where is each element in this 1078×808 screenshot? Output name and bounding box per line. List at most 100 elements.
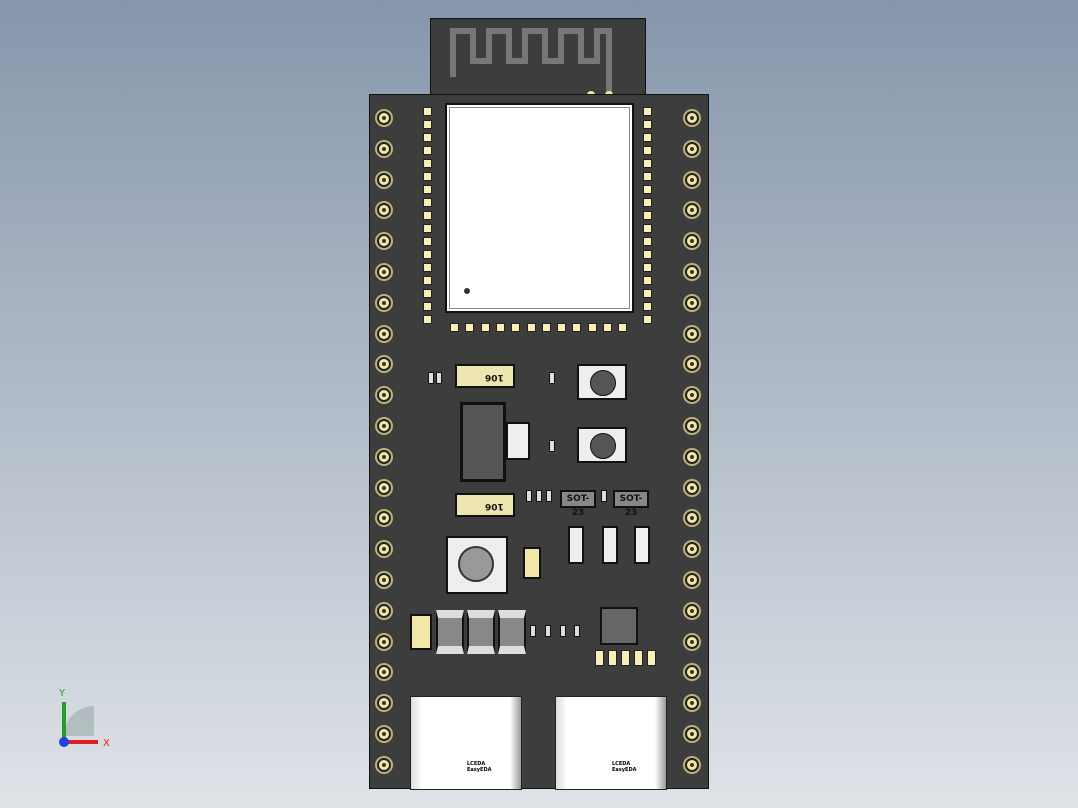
- module-pad-left: [423, 159, 432, 168]
- z-axis-marker: [59, 737, 69, 747]
- resistor: [602, 526, 618, 564]
- capacitor-top: 106: [455, 364, 515, 388]
- header-pin-left: [377, 357, 391, 372]
- module-pad-bottom: [465, 323, 475, 332]
- boot-button[interactable]: [577, 364, 627, 400]
- ic-pin: [647, 650, 656, 666]
- ic-pin: [634, 650, 643, 666]
- module-pad-right: [643, 146, 652, 155]
- header-pin-right: [685, 265, 699, 279]
- header-pin-right: [685, 111, 699, 125]
- header-pin-left: [377, 757, 391, 772]
- module-pad-right: [643, 263, 652, 272]
- led-indicator: [523, 547, 541, 579]
- header-pin-right: [685, 388, 699, 403]
- header-pin-right: [685, 634, 699, 649]
- sot23-left: SOT-23: [560, 490, 596, 518]
- header-pin-left: [377, 665, 391, 680]
- module-pad-right: [643, 302, 652, 311]
- antenna-area: [430, 18, 646, 102]
- header-pin-right: [685, 603, 699, 618]
- module-pad-right: [643, 172, 652, 181]
- usb-logo-text: EasyEDA: [612, 767, 637, 773]
- smd-resistor: [530, 625, 536, 637]
- header-pin-left: [377, 634, 391, 649]
- header-pin-left: [377, 388, 391, 403]
- header-pin-left: [377, 111, 391, 125]
- module-pad-right: [643, 315, 652, 324]
- smd-resistor: [549, 372, 555, 384]
- antenna-trace: [450, 28, 613, 99]
- usb-serial-ic: [600, 607, 638, 645]
- module-pad-right: [643, 198, 652, 207]
- header-pin-right: [685, 480, 699, 495]
- usb-logo-text: LCEDA: [612, 761, 631, 767]
- pin1-marker: [464, 288, 470, 294]
- module-pad-bottom: [541, 323, 551, 332]
- module-pad-right: [643, 133, 652, 142]
- module-pad-bottom: [587, 323, 597, 332]
- module-pad-left: [423, 198, 432, 207]
- module-pad-left: [423, 120, 432, 129]
- smd-resistor: [601, 490, 607, 502]
- module-pad-right: [643, 276, 652, 285]
- module-pad-bottom: [495, 323, 505, 332]
- smd-resistor: [536, 490, 542, 502]
- header-pin-left: [377, 419, 391, 433]
- smd-resistor: [560, 625, 566, 637]
- module-pad-left: [423, 211, 432, 220]
- header-pin-right: [685, 326, 699, 341]
- module-pad-left: [423, 185, 432, 194]
- ic-pin: [595, 650, 604, 666]
- smd-resistor: [526, 490, 532, 502]
- module-pad-bottom: [450, 323, 459, 332]
- diode-3: [498, 610, 526, 654]
- reset-button[interactable]: [577, 427, 627, 463]
- module-pad-right: [643, 289, 652, 298]
- header-pin-right: [685, 203, 699, 218]
- usb-logo-text: EasyEDA: [467, 767, 492, 773]
- led-indicator-2: [410, 614, 432, 650]
- module-pad-right: [643, 159, 652, 168]
- module-pad-bottom: [618, 323, 628, 332]
- diode-1: [436, 610, 464, 654]
- header-pin-left: [377, 511, 391, 526]
- header-pin-left: [377, 480, 391, 495]
- header-pin-right: [685, 757, 699, 772]
- header-pin-right: [685, 511, 699, 526]
- header-pin-right: [685, 357, 699, 372]
- module-pad-bottom: [480, 323, 490, 332]
- module-pad-left: [423, 250, 432, 259]
- module-pad-left: [423, 315, 432, 324]
- header-pin-left: [377, 203, 391, 218]
- module-pad-left: [423, 224, 432, 233]
- header-pin-left: [377, 234, 391, 249]
- resistor: [568, 526, 584, 564]
- resistor: [634, 526, 650, 564]
- smd-resistor: [546, 490, 552, 502]
- sot23-right: SOT-23: [613, 490, 649, 518]
- header-pin-left: [377, 603, 391, 618]
- header-pin-left: [377, 295, 391, 310]
- module-pad-left: [423, 276, 432, 285]
- diode-2: [467, 610, 495, 654]
- header-pin-right: [685, 234, 699, 249]
- capacitor-label: 106: [485, 501, 504, 511]
- module-pad-left: [423, 263, 432, 272]
- wifi-module-shield: [445, 103, 634, 313]
- header-pin-right: [685, 696, 699, 711]
- smd-resistor: [436, 372, 442, 384]
- header-pin-right: [685, 449, 699, 464]
- header-pin-left: [377, 172, 391, 187]
- module-pad-bottom: [557, 323, 567, 332]
- capacitor-bottom: 106: [455, 493, 515, 517]
- module-pad-bottom: [511, 323, 521, 332]
- header-pin-left: [377, 326, 391, 341]
- module-pad-right: [643, 237, 652, 246]
- voltage-regulator: [460, 402, 506, 482]
- module-pad-right: [643, 185, 652, 194]
- header-pin-left: [377, 449, 391, 464]
- capacitor-label: 106: [485, 372, 504, 382]
